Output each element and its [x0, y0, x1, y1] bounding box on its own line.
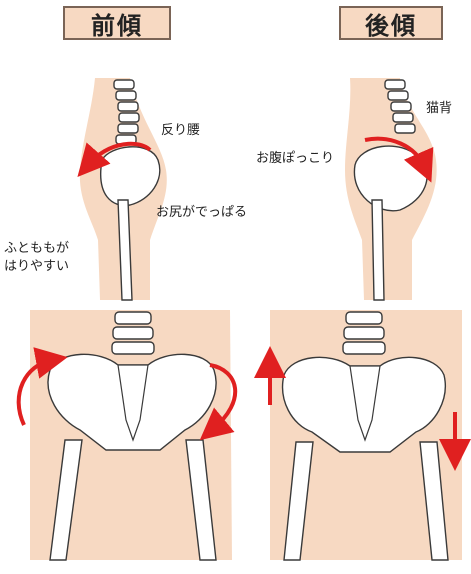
rotation-arrow-front-left-a: [16, 347, 68, 426]
rotation-arrow-front-left-b: [199, 363, 238, 441]
front-view-anterior: [16, 310, 238, 561]
femur-front-right-a: [283, 441, 314, 561]
spine-right: [384, 79, 416, 134]
femur-left: [117, 199, 133, 301]
label-hunchback: 猫背: [426, 101, 453, 116]
femur-front-right-b: [419, 441, 449, 561]
label-sway-back: 反り腰: [161, 123, 201, 138]
rotation-arrow-right: [364, 136, 434, 183]
front-view-posterior: [254, 310, 471, 561]
lumbar-spine-right: [342, 311, 386, 355]
sacrum-right: [349, 365, 381, 442]
label-belly-pot: お腹ぽっこり: [256, 151, 335, 166]
label-thigh-line2: はりやすい: [4, 259, 70, 274]
lumbar-spine-left: [111, 311, 155, 355]
pelvis-bone-left: [100, 146, 161, 207]
sacrum-left: [117, 364, 149, 442]
title-anterior-tilt: 前傾: [63, 6, 171, 40]
title-posterior-tilt: 後傾: [339, 6, 443, 40]
rotation-arrow-left: [77, 141, 152, 178]
spine-left: [113, 79, 140, 145]
side-view-anterior: [77, 78, 167, 301]
femur-right: [371, 199, 385, 301]
side-view-posterior: [345, 78, 437, 301]
femur-front-left-a: [49, 439, 83, 561]
label-buttocks-protrude: お尻がでっぱる: [156, 205, 248, 220]
femur-front-left-b: [185, 439, 217, 561]
label-thigh-line1: ふとももが: [4, 241, 70, 256]
